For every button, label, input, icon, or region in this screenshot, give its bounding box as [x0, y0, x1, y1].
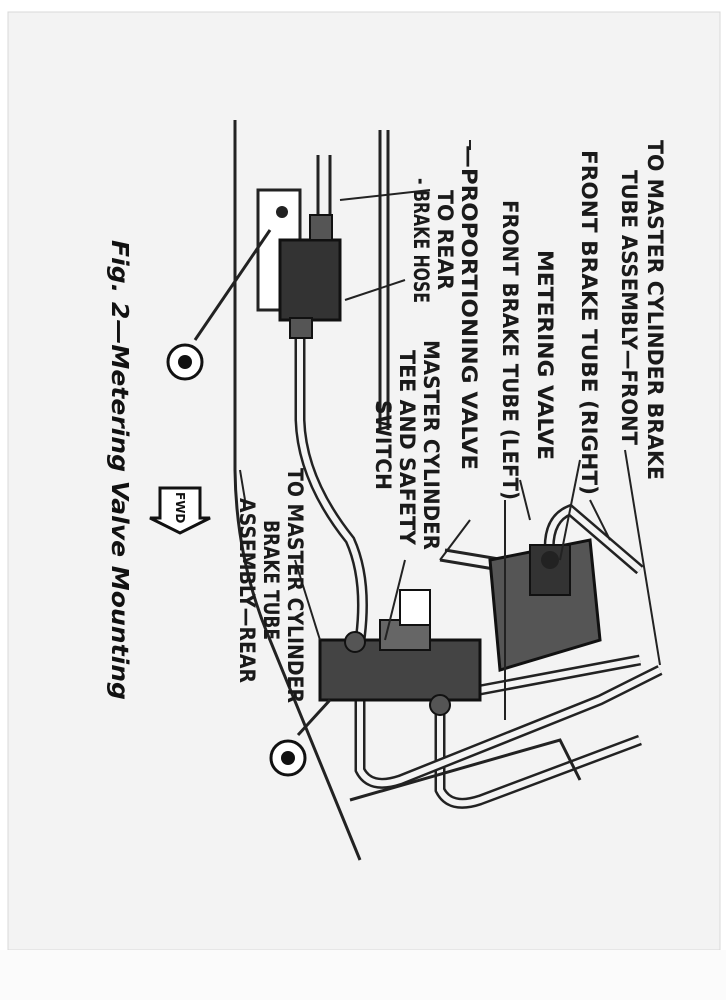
leader-lines: [239, 140, 661, 720]
proportioning-valve: [256, 188, 342, 339]
label-to-master-rear-line1: TO MASTER CYLINDER: [283, 468, 307, 703]
brake-lines: [233, 120, 663, 861]
label-to-master-rear-line3: ASSEMBLY—REAR: [235, 498, 259, 683]
label-to-master-front-line2: TUBE ASSEMBLY—FRONT: [617, 170, 641, 446]
tee-and-safety-switch: [318, 589, 482, 716]
label-to-master-rear-line2: BRAKE TUBE: [259, 520, 283, 640]
label-tee-switch-line1: MASTER CYLINDER: [419, 340, 443, 550]
bolt-lower: [269, 698, 332, 777]
fwd-arrow-icon: FWD: [149, 486, 211, 535]
label-to-rear-brake-hose-line1: TO REAR: [433, 190, 457, 290]
scan-page: [7, 11, 721, 951]
bolt-upper: [166, 229, 272, 381]
metering-valve: [488, 538, 602, 672]
label-proportioning-valve: —PROPORTIONING VALVE: [457, 145, 481, 470]
label-front-brake-tube-left: FRONT BRAKE TUBE (LEFT): [498, 200, 522, 500]
label-metering-valve: METERING VALVE: [533, 250, 557, 460]
label-to-master-front-line1: TO MASTER CYLINDER BRAKE: [643, 140, 667, 480]
label-tee-switch-line3: SWITCH: [371, 400, 395, 490]
figure-caption: Fig. 2—Metering Valve Mounting: [106, 240, 132, 700]
fwd-arrow-label: FWD: [173, 492, 187, 523]
label-to-rear-brake-hose-line2: - BRAKE HOSE: [409, 178, 433, 303]
label-tee-switch-line2: TEE AND SAFETY: [395, 350, 419, 546]
label-front-brake-tube-right: FRONT BRAKE TUBE (RIGHT): [577, 150, 601, 495]
